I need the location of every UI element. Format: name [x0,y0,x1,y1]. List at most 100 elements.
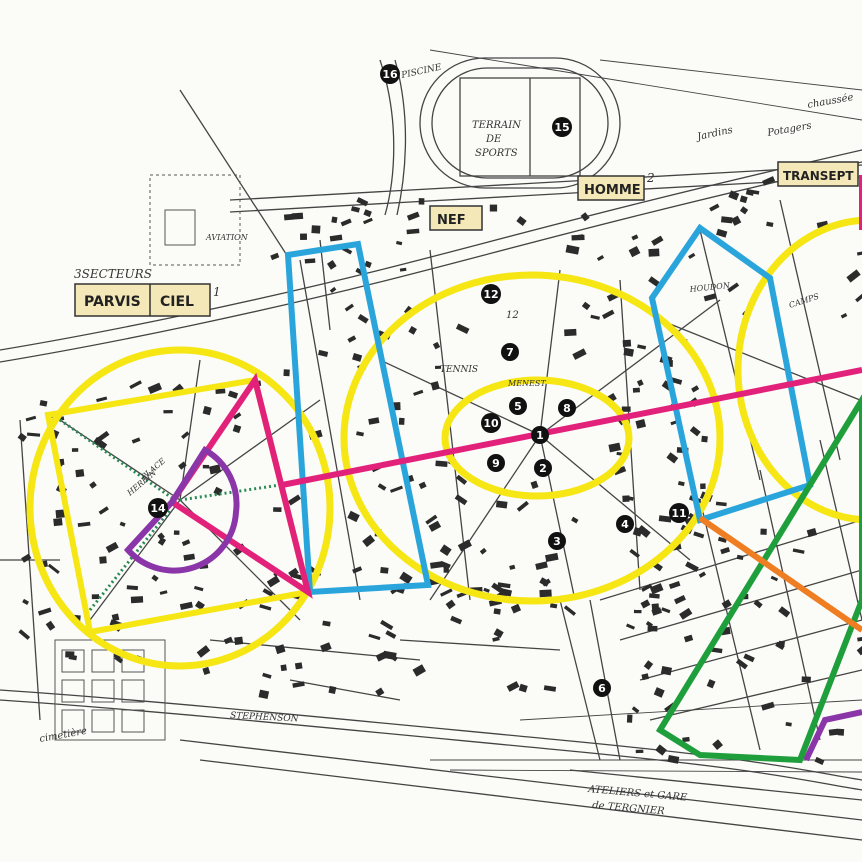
marker-10: 10 [481,413,501,433]
building [304,258,316,264]
marker-3: 3 [548,532,566,550]
building [181,431,190,440]
building [543,685,557,692]
building [202,405,212,416]
marker-10-label: 10 [483,417,499,430]
building [739,195,748,204]
building [855,292,862,303]
building [455,323,470,335]
building [518,683,528,693]
ciel-label: CIEL [160,294,194,310]
green-polygon [655,394,862,764]
building [173,530,180,535]
street-network [0,49,862,841]
building [288,567,299,578]
building [435,365,442,369]
chaussee-label: chaussée [807,92,855,111]
building [227,390,239,399]
building [398,417,405,425]
building [571,234,585,241]
building [596,255,605,262]
marker-5-label: 5 [514,400,522,413]
building [535,561,548,570]
building [857,636,862,642]
building [208,464,222,475]
building [541,578,551,587]
building [21,553,32,563]
marker-9: 9 [487,454,505,472]
building [698,571,707,578]
building [683,634,694,643]
building [778,606,791,618]
building [693,531,705,539]
building [785,722,792,727]
building [130,596,144,604]
building [26,432,41,437]
menest-label: MENEST [507,379,546,388]
yellow-inner-ellipse [441,376,633,500]
label-box-nef: NEF [429,205,483,231]
ateliers-label-2: de TERGNIER [592,800,666,817]
building [105,541,119,553]
building [412,664,426,677]
building [455,474,468,485]
building [390,485,403,493]
building [53,517,63,527]
purple-shapes [123,445,862,762]
building [653,687,665,698]
building [96,430,110,442]
building [840,313,848,319]
building [270,252,280,261]
building [706,679,716,689]
marker-12-label: 12 [483,288,498,301]
building [347,335,357,343]
building [660,666,673,676]
building [623,347,635,357]
building [516,216,527,226]
building [565,244,580,255]
building [720,216,733,224]
building [364,260,372,268]
building [667,755,680,764]
building [399,571,413,585]
building [357,314,369,324]
building [492,636,500,642]
building [329,234,343,242]
building [728,190,740,201]
building [300,233,308,240]
building [98,506,109,515]
marker-11: 11 [669,503,689,523]
building [233,412,242,420]
building [571,516,579,524]
building [709,203,720,212]
building [119,521,126,527]
building [258,689,270,700]
building [131,437,141,444]
building [457,539,472,552]
building [745,188,755,196]
marker-1: 1 [531,426,549,444]
building [326,259,337,270]
building [266,575,281,588]
building [495,500,508,509]
building [626,495,634,501]
building [193,585,204,592]
building [273,507,282,512]
building [766,221,774,228]
marker-4: 4 [616,515,634,533]
numbered-markers: 1 2 3 4 5 6 7 8 9 10 11 12 14 15 16 [148,64,689,697]
piscine-label: PISCINE [400,63,443,82]
building [126,585,139,591]
building [792,548,805,554]
building [679,607,693,620]
building [479,547,487,555]
building [649,583,664,595]
transept-label: TRANSEPT [783,169,854,183]
building [493,628,504,639]
jardins-label: Jardins [694,125,733,144]
building [564,328,577,337]
building [430,561,443,569]
building [666,452,679,464]
building [641,673,650,681]
building [294,662,303,670]
